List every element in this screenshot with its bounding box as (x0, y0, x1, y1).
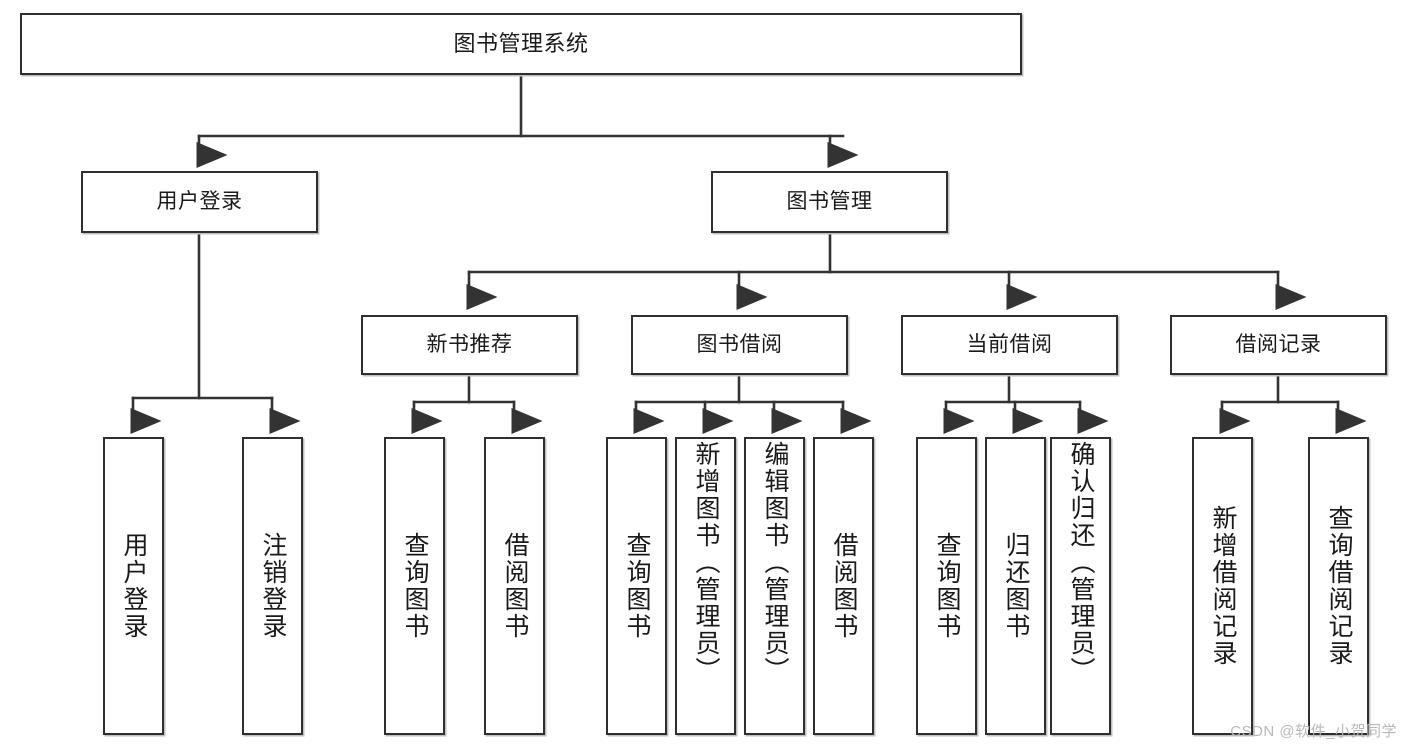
leaf-query-book-current[interactable]: 查询图书 (916, 437, 977, 735)
node-label: 注销登录 (259, 532, 287, 640)
leaf-add-book-admin[interactable]: 新增图书（管理员） (675, 437, 736, 735)
leaf-return-book[interactable]: 归还图书 (985, 437, 1046, 735)
node-label: 查询图书 (933, 532, 961, 640)
node-current-borrow[interactable]: 当前借阅 (901, 315, 1118, 375)
leaf-borrow-book-new[interactable]: 借阅图书 (484, 437, 545, 735)
node-label: 确认归还（管理员） (1067, 441, 1095, 684)
node-book-borrow[interactable]: 图书借阅 (631, 315, 848, 375)
node-label: 查询图书 (401, 532, 429, 640)
node-label: 新增图书（管理员） (692, 441, 720, 684)
node-label: 归还图书 (1002, 532, 1030, 640)
leaf-user-login[interactable]: 用户登录 (103, 437, 164, 735)
node-root-book-management-system[interactable]: 图书管理系统 (20, 13, 1022, 75)
leaf-borrow-book[interactable]: 借阅图书 (813, 437, 874, 735)
node-label: 新书推荐 (426, 332, 513, 356)
node-new-book-recommend[interactable]: 新书推荐 (361, 315, 578, 375)
node-label: 借阅记录 (1235, 332, 1322, 356)
node-label: 图书管理系统 (453, 31, 589, 57)
leaf-query-book-new[interactable]: 查询图书 (384, 437, 445, 735)
node-label: 图书借阅 (696, 332, 783, 356)
node-label: 用户登录 (120, 532, 148, 640)
leaf-query-borrow-record[interactable]: 查询借阅记录 (1308, 437, 1369, 735)
node-label: 查询借阅记录 (1325, 505, 1353, 667)
node-label: 新增借阅记录 (1209, 505, 1237, 667)
node-label: 图书管理 (786, 189, 873, 213)
node-label: 当前借阅 (966, 332, 1053, 356)
leaf-logout[interactable]: 注销登录 (242, 437, 303, 735)
node-label: 借阅图书 (830, 532, 858, 640)
leaf-confirm-return-admin[interactable]: 确认归还（管理员） (1050, 437, 1111, 735)
node-label: 借阅图书 (501, 532, 529, 640)
node-book-management[interactable]: 图书管理 (711, 171, 948, 233)
node-label: 查询图书 (623, 532, 651, 640)
leaf-add-borrow-record[interactable]: 新增借阅记录 (1192, 437, 1253, 735)
leaf-edit-book-admin[interactable]: 编辑图书（管理员） (744, 437, 805, 735)
csdn-watermark: CSDN @软件_小贺同学 (1230, 723, 1397, 740)
leaf-query-book-borrow[interactable]: 查询图书 (606, 437, 667, 735)
node-label: 编辑图书（管理员） (761, 441, 789, 684)
node-label: 用户登录 (156, 189, 243, 213)
node-borrow-record[interactable]: 借阅记录 (1170, 315, 1387, 375)
node-user-login[interactable]: 用户登录 (81, 171, 318, 233)
